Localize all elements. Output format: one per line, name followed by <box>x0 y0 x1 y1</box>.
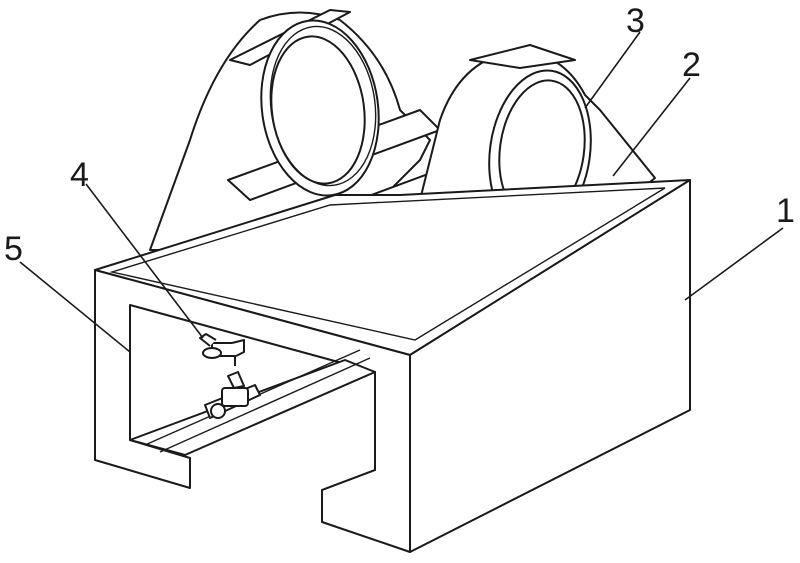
leader-4 <box>85 183 204 339</box>
callout-4: 4 <box>70 156 89 194</box>
callout-1: 1 <box>776 192 795 230</box>
leader-lines <box>19 31 784 353</box>
box-housing <box>94 179 691 553</box>
valve-assembly <box>144 333 371 453</box>
leader-1 <box>684 227 784 301</box>
leader-3 <box>584 31 641 109</box>
rear-bearing-ring <box>260 19 380 197</box>
callout-2: 2 <box>682 46 701 84</box>
leader-5 <box>19 261 131 353</box>
callout-3: 3 <box>626 2 645 40</box>
callouts: 1 2 3 4 5 <box>4 2 795 268</box>
leader-2 <box>612 77 691 177</box>
callout-5: 5 <box>4 230 23 268</box>
